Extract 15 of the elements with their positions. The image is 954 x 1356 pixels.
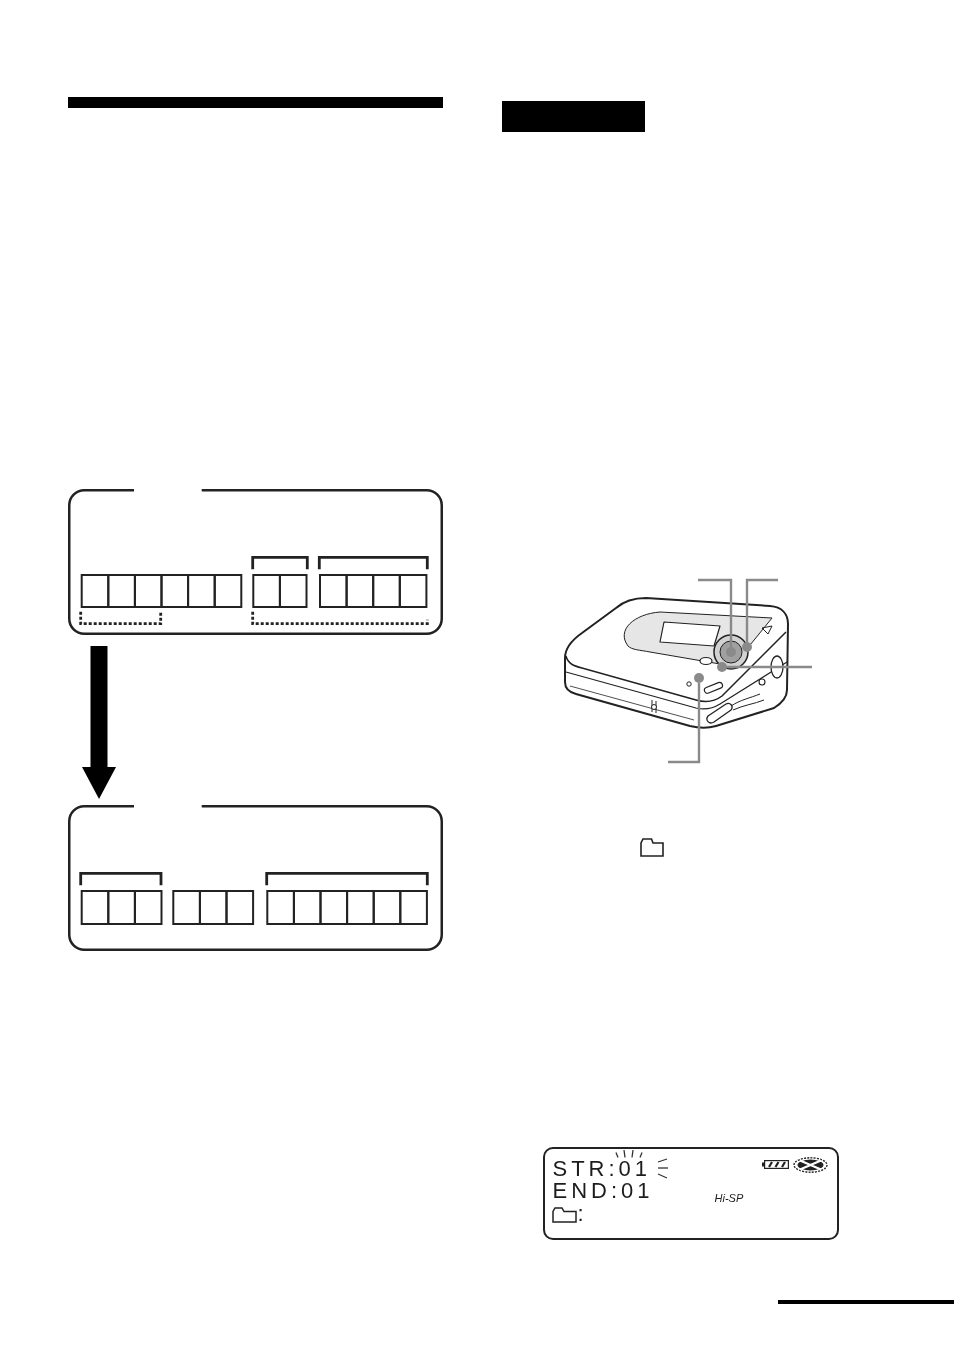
callout-dot [717,662,727,672]
rounded-panel [68,489,443,635]
leader-line [727,665,812,669]
leader-line [698,578,733,647]
rounded-panel [68,805,443,951]
display-text: Hi-SP [714,1193,744,1204]
leader-line [668,683,701,764]
lcd-display [543,1147,839,1240]
display-text: : [577,1205,588,1223]
display-text: STR:01 [552,1160,652,1178]
leader-line [745,578,778,642]
callout-dot [694,673,704,683]
display-text: END:01 [552,1182,654,1200]
section-tab [502,101,645,132]
callout-dot [742,642,752,652]
